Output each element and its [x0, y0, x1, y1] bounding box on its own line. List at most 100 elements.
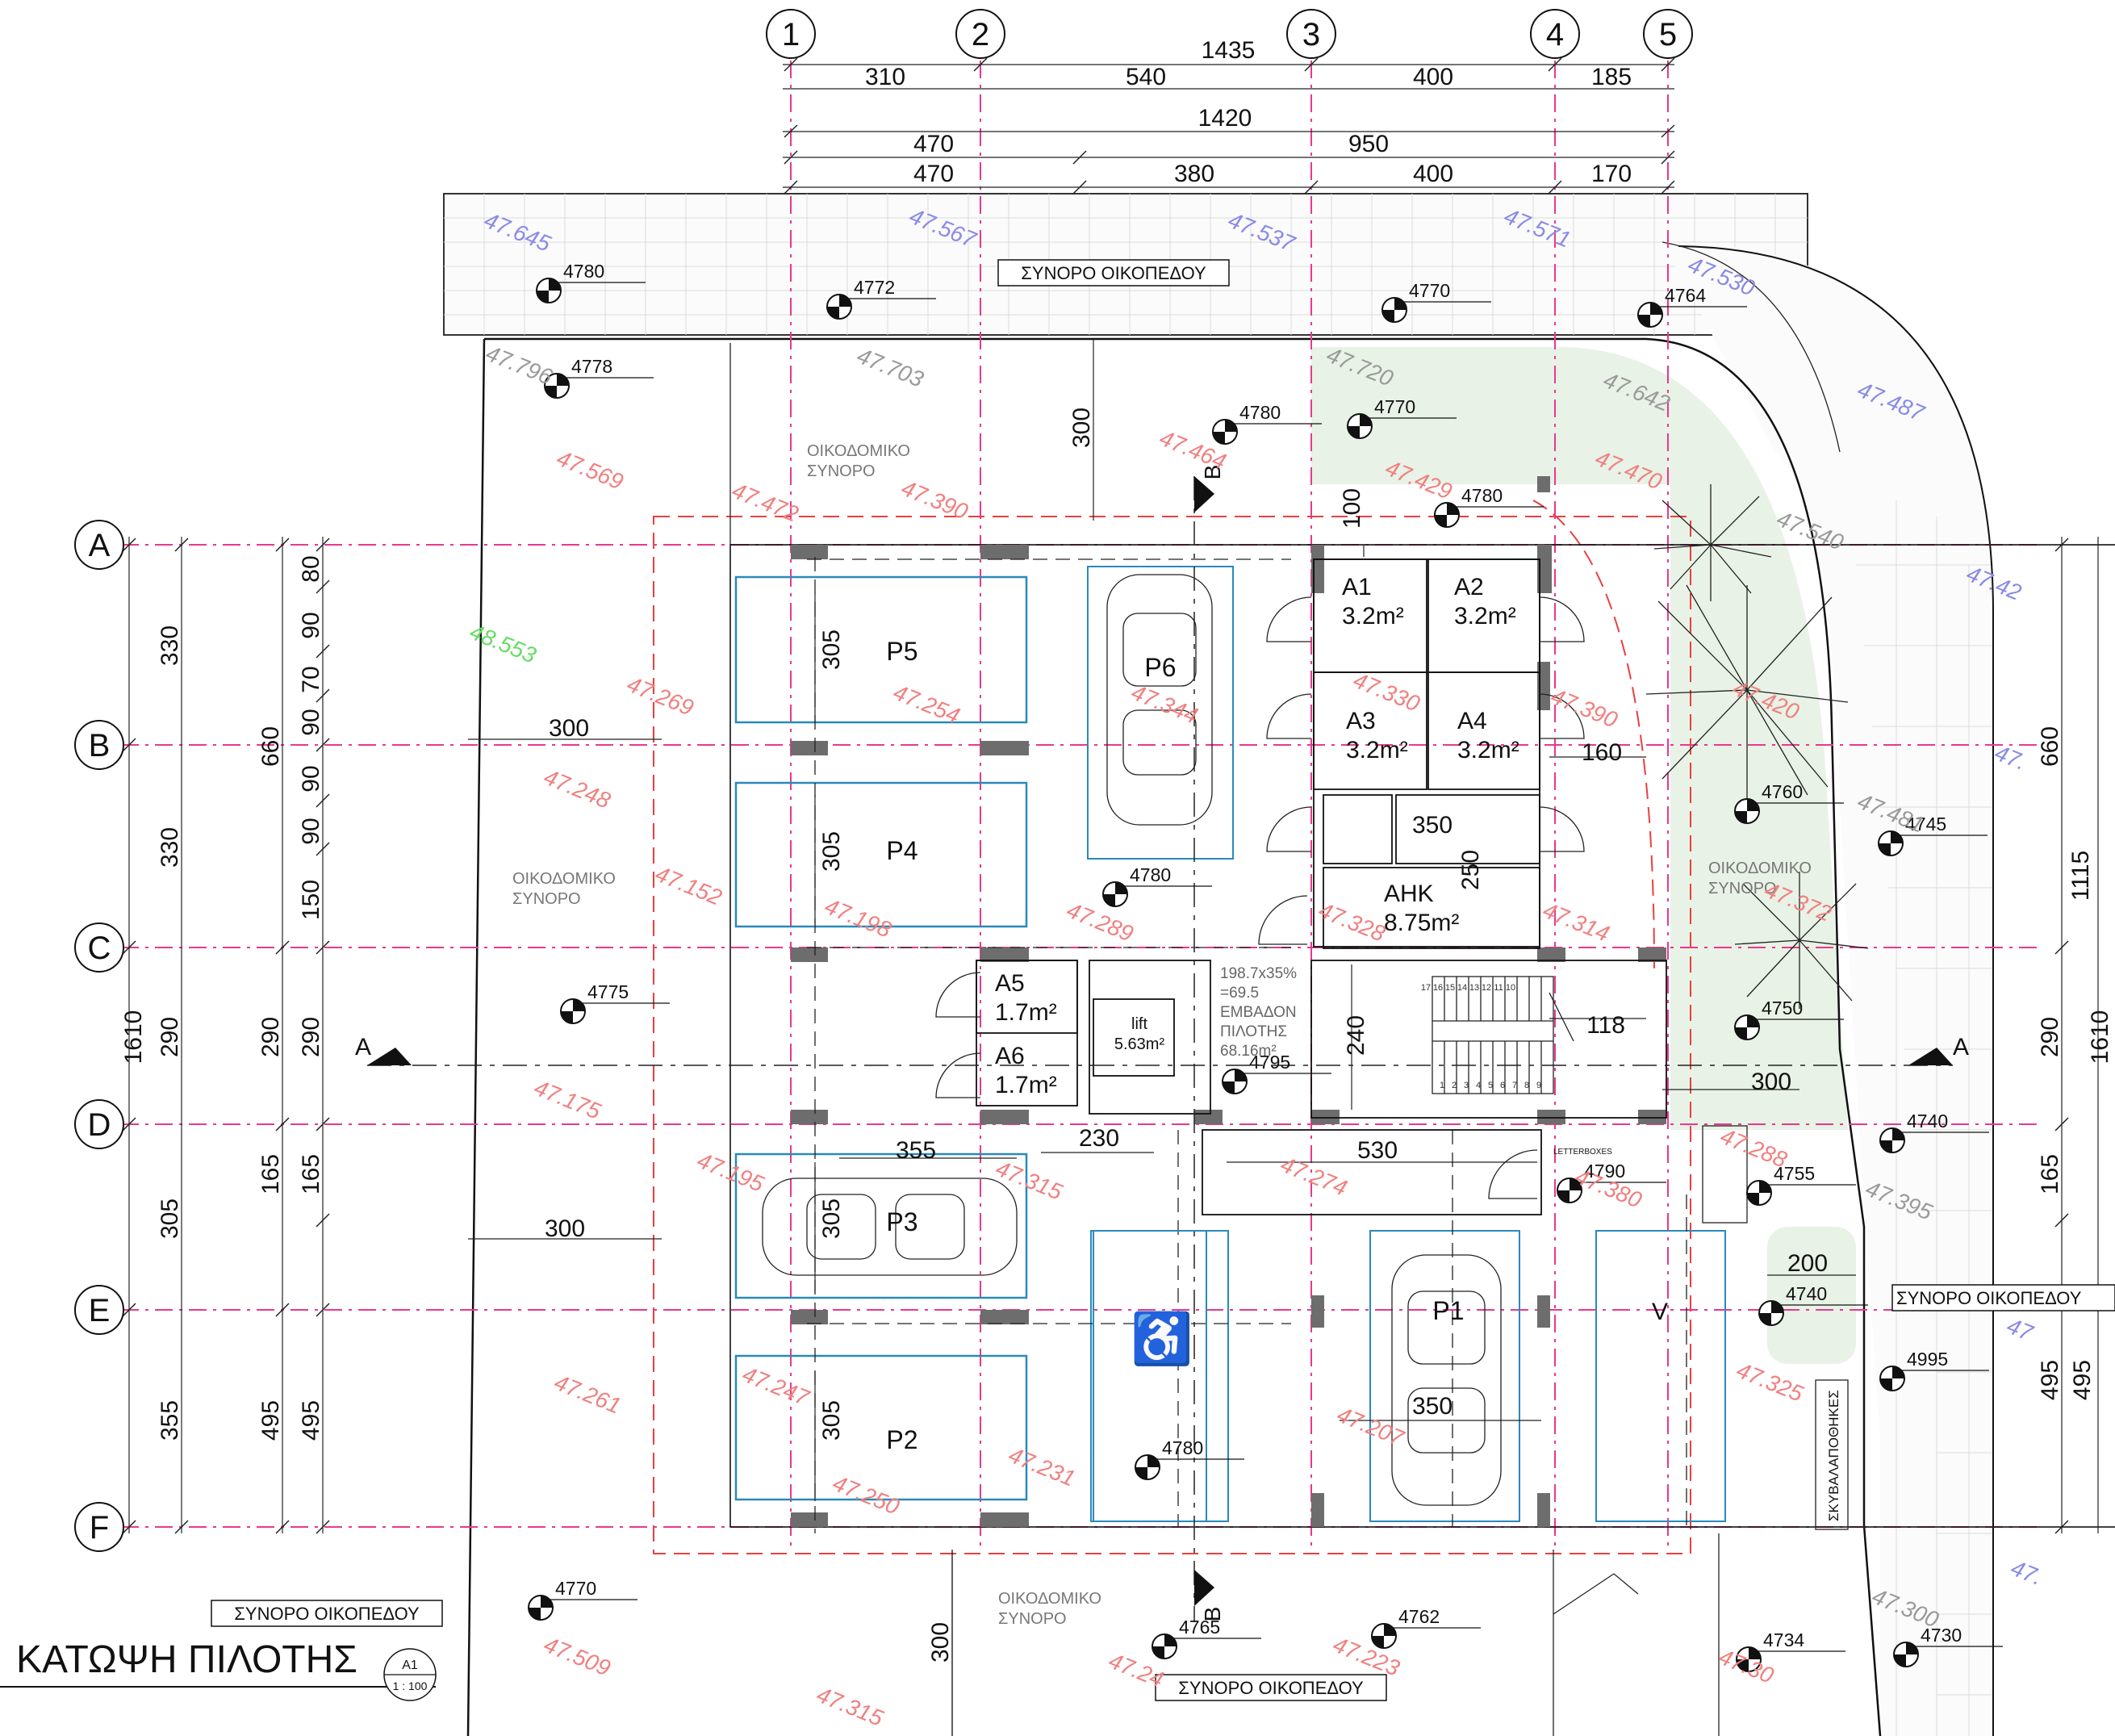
- building-label-right-2: ΣΥΝΟΡΟ: [1708, 880, 1777, 897]
- storage-a3-name: A3: [1346, 708, 1376, 734]
- dim-top-470a: 470: [913, 131, 954, 157]
- spot-mark-label: 4770: [555, 1578, 596, 1599]
- dim-top-540: 540: [1126, 64, 1166, 90]
- dim-left-70: 70: [298, 666, 324, 692]
- building-label-right-1: ΟΙΚΟΔΟΜΙΚΟ: [1708, 860, 1812, 877]
- building-boundary-labels: ΟΙΚΟΔΟΜΙΚΟ ΣΥΝΟΡΟ ΟΙΚΟΔΟΜΙΚΟ ΣΥΝΟΡΟ ΟΙΚΟ…: [512, 442, 1812, 1628]
- svg-text:14: 14: [1457, 983, 1467, 993]
- grid-label-b: B: [89, 728, 111, 763]
- dim-left-150: 150: [298, 880, 324, 920]
- building-line: [653, 516, 1691, 1554]
- svg-text:6: 6: [1500, 1081, 1505, 1090]
- spot-mark-0: 4780: [536, 261, 646, 303]
- pilotis-line-2: =69.5: [1220, 985, 1259, 1002]
- plot-label-bottom: ΣΥΝΟΡΟ ΟΙΚΟΠΕΔΟΥ: [1178, 1678, 1364, 1698]
- dim-top-400b: 400: [1413, 161, 1453, 187]
- elevation-label: 47.796: [483, 341, 556, 390]
- road-curve-inner: [1661, 241, 1841, 453]
- dim-top-400: 400: [1413, 64, 1453, 90]
- ahk-area: 8.75m²: [1384, 910, 1459, 936]
- dim-200: 200: [1787, 1250, 1828, 1277]
- elevation-label: 47.198: [821, 893, 895, 943]
- parking-p2: P2: [886, 1425, 917, 1454]
- spot-mark-label: 4762: [1398, 1606, 1440, 1627]
- right-dimensions: 1610 1115 660 290 165 495 495: [2037, 726, 2113, 1400]
- dim-350-storage: 350: [1412, 812, 1452, 839]
- dim-160: 160: [1582, 739, 1622, 766]
- elevation-label: 47.325: [1733, 1357, 1807, 1407]
- building-label-top-1: ΟΙΚΟΔΟΜΙΚΟ: [807, 442, 910, 460]
- dim-right-1610: 1610: [2087, 1010, 2113, 1065]
- grid-label-c: C: [88, 931, 111, 966]
- grid-label-f: F: [90, 1510, 109, 1546]
- dim-left-90a: 90: [298, 612, 324, 638]
- pilotis-line-5: 68.16m²: [1220, 1043, 1277, 1060]
- dim-right-165: 165: [2037, 1154, 2063, 1194]
- pilotis-area-note: 198.7x35% =69.5 ΕΜΒΑΔΟΝ ΠΙΛΟΤΗΣ 68.16m²: [1220, 965, 1297, 1060]
- storage-a3-area: 3.2m²: [1346, 737, 1408, 763]
- dim-305-p2: 305: [818, 1400, 845, 1441]
- spot-mark-label: 4995: [1907, 1349, 1948, 1370]
- spot-mark-11: 4775: [560, 981, 670, 1024]
- car-p1-icon: [1391, 1254, 1502, 1506]
- spot-mark-13: 4795: [1222, 1052, 1331, 1094]
- spot-mark-label: 4755: [1774, 1163, 1815, 1184]
- elevation-label: 47.328: [1315, 897, 1389, 947]
- spot-mark-label: 4790: [1584, 1161, 1625, 1182]
- spot-mark-label: 4780: [1162, 1437, 1203, 1458]
- spot-mark-2: 4770: [1381, 280, 1491, 323]
- grid-label-2: 2: [972, 17, 989, 52]
- dim-right-660: 660: [2037, 726, 2063, 767]
- parking-frame: [729, 544, 2115, 1528]
- dim-top-310: 310: [865, 64, 905, 90]
- svg-text:2: 2: [1452, 1081, 1457, 1090]
- spot-mark-21: 4765: [1152, 1617, 1261, 1659]
- spot-mark-4: 4778: [544, 356, 654, 399]
- dim-right-495a: 495: [2037, 1360, 2063, 1400]
- spot-mark-22: 4762: [1371, 1606, 1481, 1649]
- lift-area: 5.63m²: [1114, 1035, 1165, 1053]
- spot-mark-10: 4745: [1878, 814, 1988, 856]
- elevation-label: 47.288: [1717, 1123, 1791, 1173]
- dim-left-1610: 1610: [120, 1010, 147, 1065]
- dim-top-380: 380: [1174, 161, 1214, 187]
- dim-right-495b: 495: [2069, 1360, 2096, 1400]
- storage-a6-area: 1.7m²: [995, 1072, 1057, 1098]
- door-swings: [935, 596, 1585, 1199]
- section-arrow-a-right: [1908, 1048, 1953, 1065]
- svg-text:16: 16: [1433, 983, 1443, 993]
- dim-left-90d: 90: [298, 818, 324, 844]
- v-mark: V: [1652, 1299, 1668, 1325]
- elevation-label: 47.344: [1128, 680, 1202, 729]
- plot-label-left: ΣΥΝΟΡΟ ΟΙΚΟΠΕΔΟΥ: [234, 1604, 420, 1624]
- dim-left-90c: 90: [298, 765, 324, 792]
- storage-a6-name: A6: [995, 1043, 1025, 1069]
- spot-mark-label: 4775: [587, 981, 629, 1002]
- section-arrow-b-bottom: [1194, 1570, 1214, 1606]
- storage-a4-name: A4: [1457, 708, 1487, 734]
- spot-mark-14: 4740: [1879, 1111, 1989, 1153]
- dim-118: 118: [1586, 1012, 1625, 1039]
- setback-arc: [1532, 500, 1655, 969]
- spot-mark-6: 4770: [1347, 396, 1457, 439]
- section-a-right-label: A: [1953, 1034, 1969, 1060]
- grid-label-1: 1: [782, 17, 800, 52]
- dim-300-north: 300: [1068, 408, 1095, 448]
- section-b-top-label: B: [1200, 465, 1225, 480]
- svg-text:5: 5: [1488, 1081, 1493, 1090]
- car-p6-icon: [1106, 574, 1213, 826]
- plot-label-top: ΣΥΝΟΡΟ ΟΙΚΟΠΕΔΟΥ: [1021, 263, 1206, 283]
- storage-a4-area: 3.2m²: [1457, 737, 1519, 763]
- dim-left-355: 355: [157, 1400, 183, 1441]
- dim-left-495b: 495: [298, 1400, 324, 1441]
- building-label-bottom-2: ΣΥΝΟΡΟ: [998, 1610, 1067, 1628]
- interior-dimensions: 300 300 300 300 100 160 350 250 118 240 …: [545, 408, 1828, 1663]
- dimension-ticks: [122, 57, 2069, 1534]
- elevation-label: 47.247: [739, 1362, 813, 1411]
- drawing-title: ΚΑΤΩΨΗ ΠΙΛΟΤΗΣ: [16, 1638, 357, 1681]
- elevation-label: 47.274: [1277, 1152, 1351, 1201]
- spot-mark-label: 4770: [1374, 396, 1415, 417]
- sheet-ref-top: A1: [402, 1659, 418, 1672]
- pilotis-line-4: ΠΙΛΟΤΗΣ: [1220, 1023, 1287, 1040]
